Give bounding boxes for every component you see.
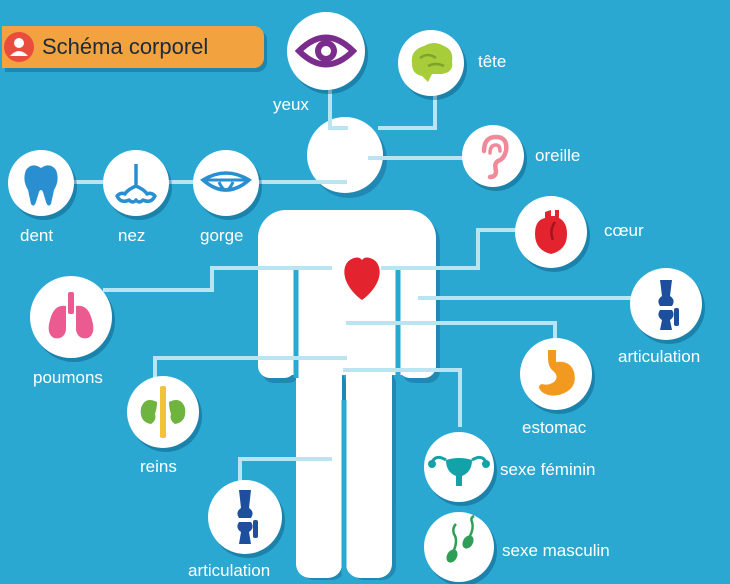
brain-icon [398,30,464,96]
eye-icon [287,12,365,90]
organ-coeur[interactable] [515,196,587,268]
organ-sexe-masculin[interactable] [424,512,494,582]
label-sexe-feminin: sexe féminin [500,460,595,480]
label-articulation-bottom: articulation [188,561,270,581]
organ-gorge[interactable] [193,150,259,216]
organ-tete[interactable] [398,30,464,96]
body-right-arm [398,230,436,378]
organ-nez[interactable] [103,150,169,216]
label-tete: tête [478,52,506,72]
knee-joint-icon [630,268,702,340]
label-articulation-right: articulation [618,347,700,367]
organ-articulation-right[interactable] [630,268,702,340]
label-dent: dent [20,226,53,246]
body-left-leg [296,360,342,578]
label-sexe-masculin: sexe masculin [502,541,610,561]
label-nez: nez [118,226,145,246]
organ-yeux[interactable] [287,12,365,90]
label-coeur: cœur [604,221,644,241]
organ-reins[interactable] [127,376,199,448]
organ-dent[interactable] [8,150,74,216]
uterus-icon [424,432,494,502]
kidneys-icon [127,376,199,448]
nose-icon [103,150,169,216]
body-left-arm [258,230,296,378]
label-gorge: gorge [200,226,243,246]
label-yeux: yeux [273,95,309,115]
tooth-icon [8,150,74,216]
page-title: Schéma corporel [42,34,208,60]
ear-icon [462,125,524,187]
organ-sexe-feminin[interactable] [424,432,494,502]
sperm-icon [424,512,494,582]
person-icon [4,32,34,62]
organ-oreille[interactable] [462,125,524,187]
organ-articulation-bottom[interactable] [208,480,282,554]
knee-joint-icon [208,480,282,554]
label-poumons: poumons [33,368,103,388]
mouth-icon [193,150,259,216]
lungs-icon [30,276,112,358]
label-oreille: oreille [535,146,580,166]
title-badge: Schéma corporel [2,26,264,68]
label-reins: reins [140,457,177,477]
body-right-leg [346,360,392,578]
organ-poumons[interactable] [30,276,112,358]
label-estomac: estomac [522,418,586,438]
heart-icon [515,196,587,268]
stomach-icon [520,338,592,410]
organ-estomac[interactable] [520,338,592,410]
